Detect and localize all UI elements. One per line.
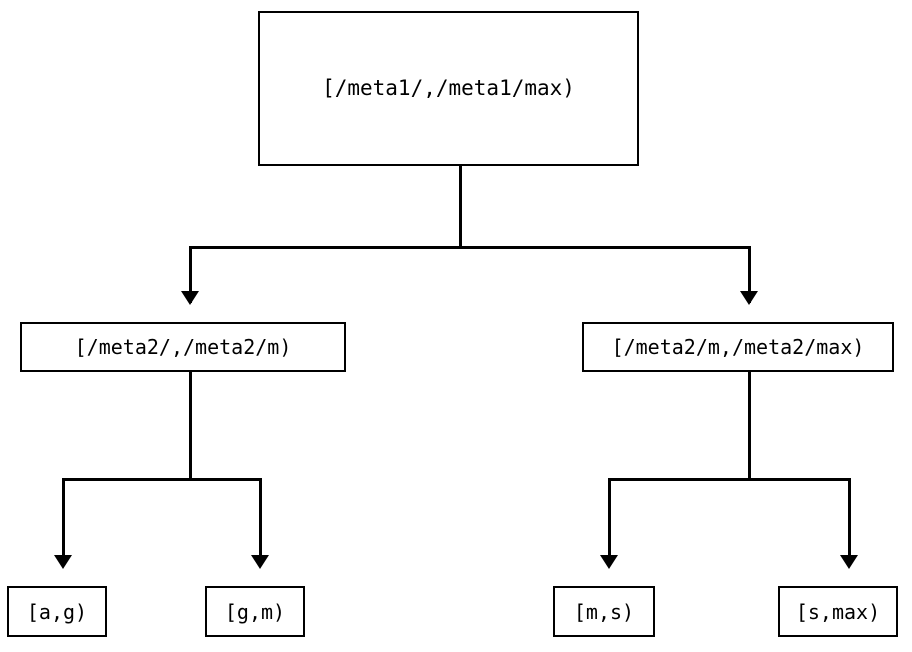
arrowhead-meta2-lo-to-leaf-gm-icon bbox=[251, 555, 269, 569]
tree-node-leaf-ag[interactable]: [a,g) bbox=[7, 586, 107, 637]
edge-meta2-lo-stem bbox=[189, 372, 192, 481]
tree-node-leaf-gm[interactable]: [g,m) bbox=[205, 586, 305, 637]
edge-meta2-hi-to-leaf-ms-drop bbox=[608, 478, 611, 565]
edge-meta2-lo-to-leaf-gm-drop bbox=[259, 478, 262, 565]
tree-node-leaf-ms-label: [m,s) bbox=[573, 599, 635, 624]
edge-root-to-meta2-lo-drop bbox=[189, 246, 192, 303]
edge-meta2-lo-crossbar bbox=[62, 478, 262, 481]
arrowhead-root-to-meta2-hi-icon bbox=[740, 291, 758, 305]
tree-node-leaf-ag-label: [a,g) bbox=[26, 599, 88, 624]
tree-node-leaf-smax-label: [s,max) bbox=[795, 599, 881, 624]
arrowhead-root-to-meta2-lo-icon bbox=[181, 291, 199, 305]
edge-meta2-hi-crossbar bbox=[608, 478, 851, 481]
edge-root-stem bbox=[459, 166, 462, 248]
edge-root-to-meta2-hi-drop bbox=[748, 246, 751, 303]
tree-node-leaf-smax[interactable]: [s,max) bbox=[778, 586, 898, 637]
tree-node-meta2-hi-label: [/meta2/m,/meta2/max) bbox=[611, 335, 865, 359]
edge-meta2-hi-stem bbox=[748, 372, 751, 481]
tree-node-root[interactable]: [/meta1/,/meta1/max) bbox=[258, 11, 639, 166]
arrowhead-meta2-hi-to-leaf-smax-icon bbox=[840, 555, 858, 569]
tree-node-leaf-ms[interactable]: [m,s) bbox=[553, 586, 655, 637]
edge-meta2-lo-to-leaf-ag-drop bbox=[62, 478, 65, 565]
tree-node-meta2-hi[interactable]: [/meta2/m,/meta2/max) bbox=[582, 322, 894, 372]
tree-node-root-label: [/meta1/,/meta1/max) bbox=[322, 76, 575, 100]
tree-node-leaf-gm-label: [g,m) bbox=[224, 599, 286, 624]
tree-node-meta2-lo-label: [/meta2/,/meta2/m) bbox=[74, 335, 292, 359]
arrowhead-meta2-hi-to-leaf-ms-icon bbox=[600, 555, 618, 569]
tree-node-meta2-lo[interactable]: [/meta2/,/meta2/m) bbox=[20, 322, 346, 372]
arrowhead-meta2-lo-to-leaf-ag-icon bbox=[54, 555, 72, 569]
edge-root-crossbar bbox=[189, 246, 751, 249]
edge-meta2-hi-to-leaf-smax-drop bbox=[848, 478, 851, 565]
